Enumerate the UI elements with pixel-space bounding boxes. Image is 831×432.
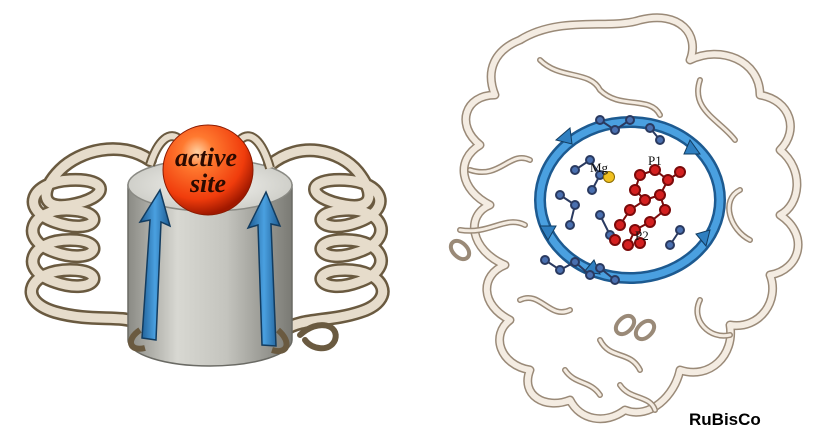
label-p1: P1 bbox=[648, 153, 662, 168]
label-p2: P2 bbox=[635, 228, 649, 243]
active-site-sphere: active site bbox=[163, 125, 253, 215]
active-site-label-line1: active bbox=[175, 143, 237, 172]
rubisco-caption: RuBisCo bbox=[689, 410, 761, 430]
rubisco-structure: Mg P1 P2 bbox=[451, 18, 798, 419]
label-mg: Mg bbox=[590, 160, 609, 175]
left-schematic: active site bbox=[31, 125, 382, 366]
active-site-label-line2: site bbox=[189, 169, 226, 198]
